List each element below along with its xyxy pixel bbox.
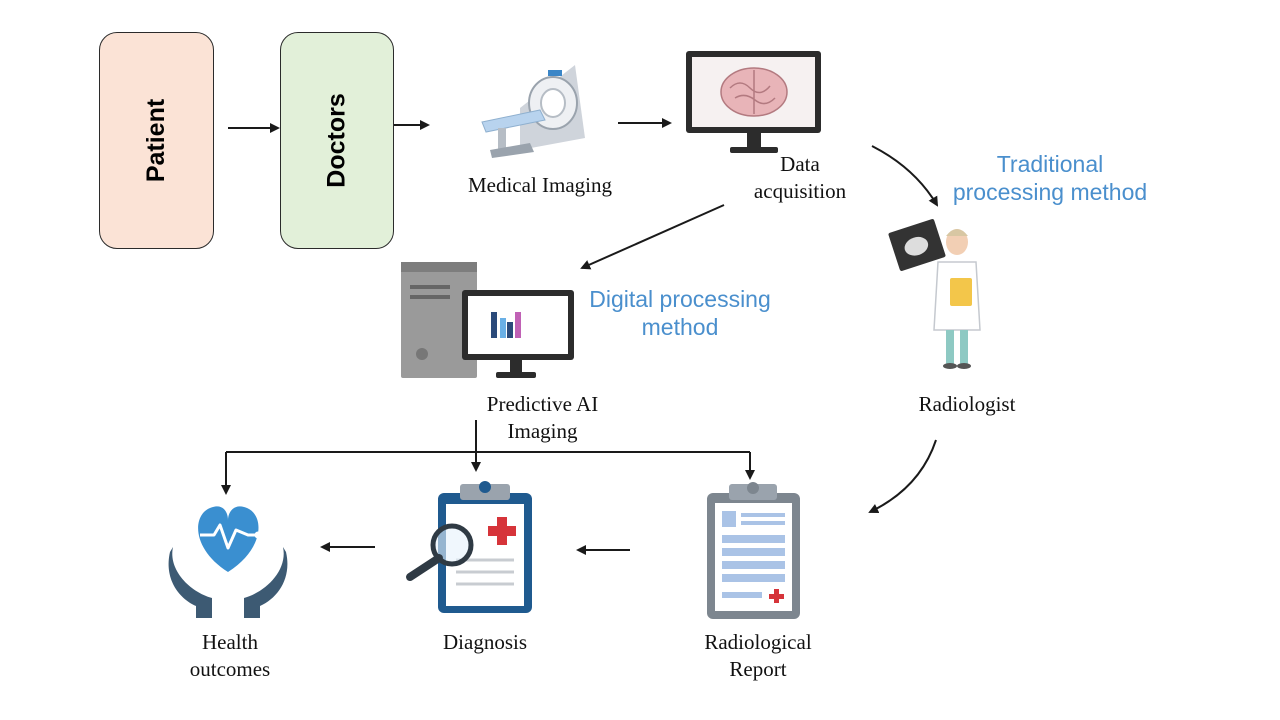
data-acquisition-line-1: Data <box>780 152 820 176</box>
computer-chart-icon <box>401 262 574 378</box>
radiologist-icon <box>888 219 981 369</box>
predictive-ai-label: Predictive AI Imaging <box>450 391 635 445</box>
traditional-method-label: Traditional processing method <box>935 150 1165 206</box>
patient-box: Patient <box>99 32 214 249</box>
digital-method-line-1: Digital processing <box>589 286 771 312</box>
clipboard-magnifier-icon <box>406 481 532 613</box>
doctors-box: Doctors <box>280 32 394 249</box>
predictive-ai-line-1: Predictive AI <box>486 392 599 416</box>
digital-method-line-2: method <box>641 314 719 340</box>
radiologist-label: Radiologist <box>918 392 1016 416</box>
radiological-report-label: Radiological Report <box>678 629 838 683</box>
heart-hands-icon <box>168 506 288 618</box>
traditional-method-line-1: Traditional <box>996 151 1104 177</box>
arrow-radiologist-to-report <box>868 439 937 514</box>
predictive-ai-line-2: Imaging <box>507 419 578 443</box>
data-acquisition-label: Data acquisition <box>730 151 870 205</box>
arrow-data-to-radiologist <box>871 145 939 207</box>
mri-scanner-icon <box>481 65 585 158</box>
diagnosis-label: Diagnosis <box>443 630 527 654</box>
doctors-label: Doctors <box>322 93 351 188</box>
data-acquisition-line-2: acquisition <box>753 179 847 203</box>
arrow-data-to-predictive <box>580 204 725 270</box>
digital-method-label: Digital processing method <box>570 285 790 341</box>
health-outcomes-line-2: outcomes <box>189 657 271 681</box>
health-outcomes-label: Health outcomes <box>160 629 300 683</box>
medical-imaging-label: Medical Imaging <box>467 173 613 197</box>
radiological-report-line-1: Radiological <box>704 630 812 654</box>
radiological-report-line-2: Report <box>729 657 787 681</box>
clipboard-report-icon <box>707 482 800 619</box>
health-outcomes-line-1: Health <box>202 630 258 654</box>
patient-label: Patient <box>141 98 170 183</box>
arrows <box>221 118 939 555</box>
brain-monitor-icon <box>686 51 821 153</box>
traditional-method-line-2: processing method <box>952 179 1148 205</box>
